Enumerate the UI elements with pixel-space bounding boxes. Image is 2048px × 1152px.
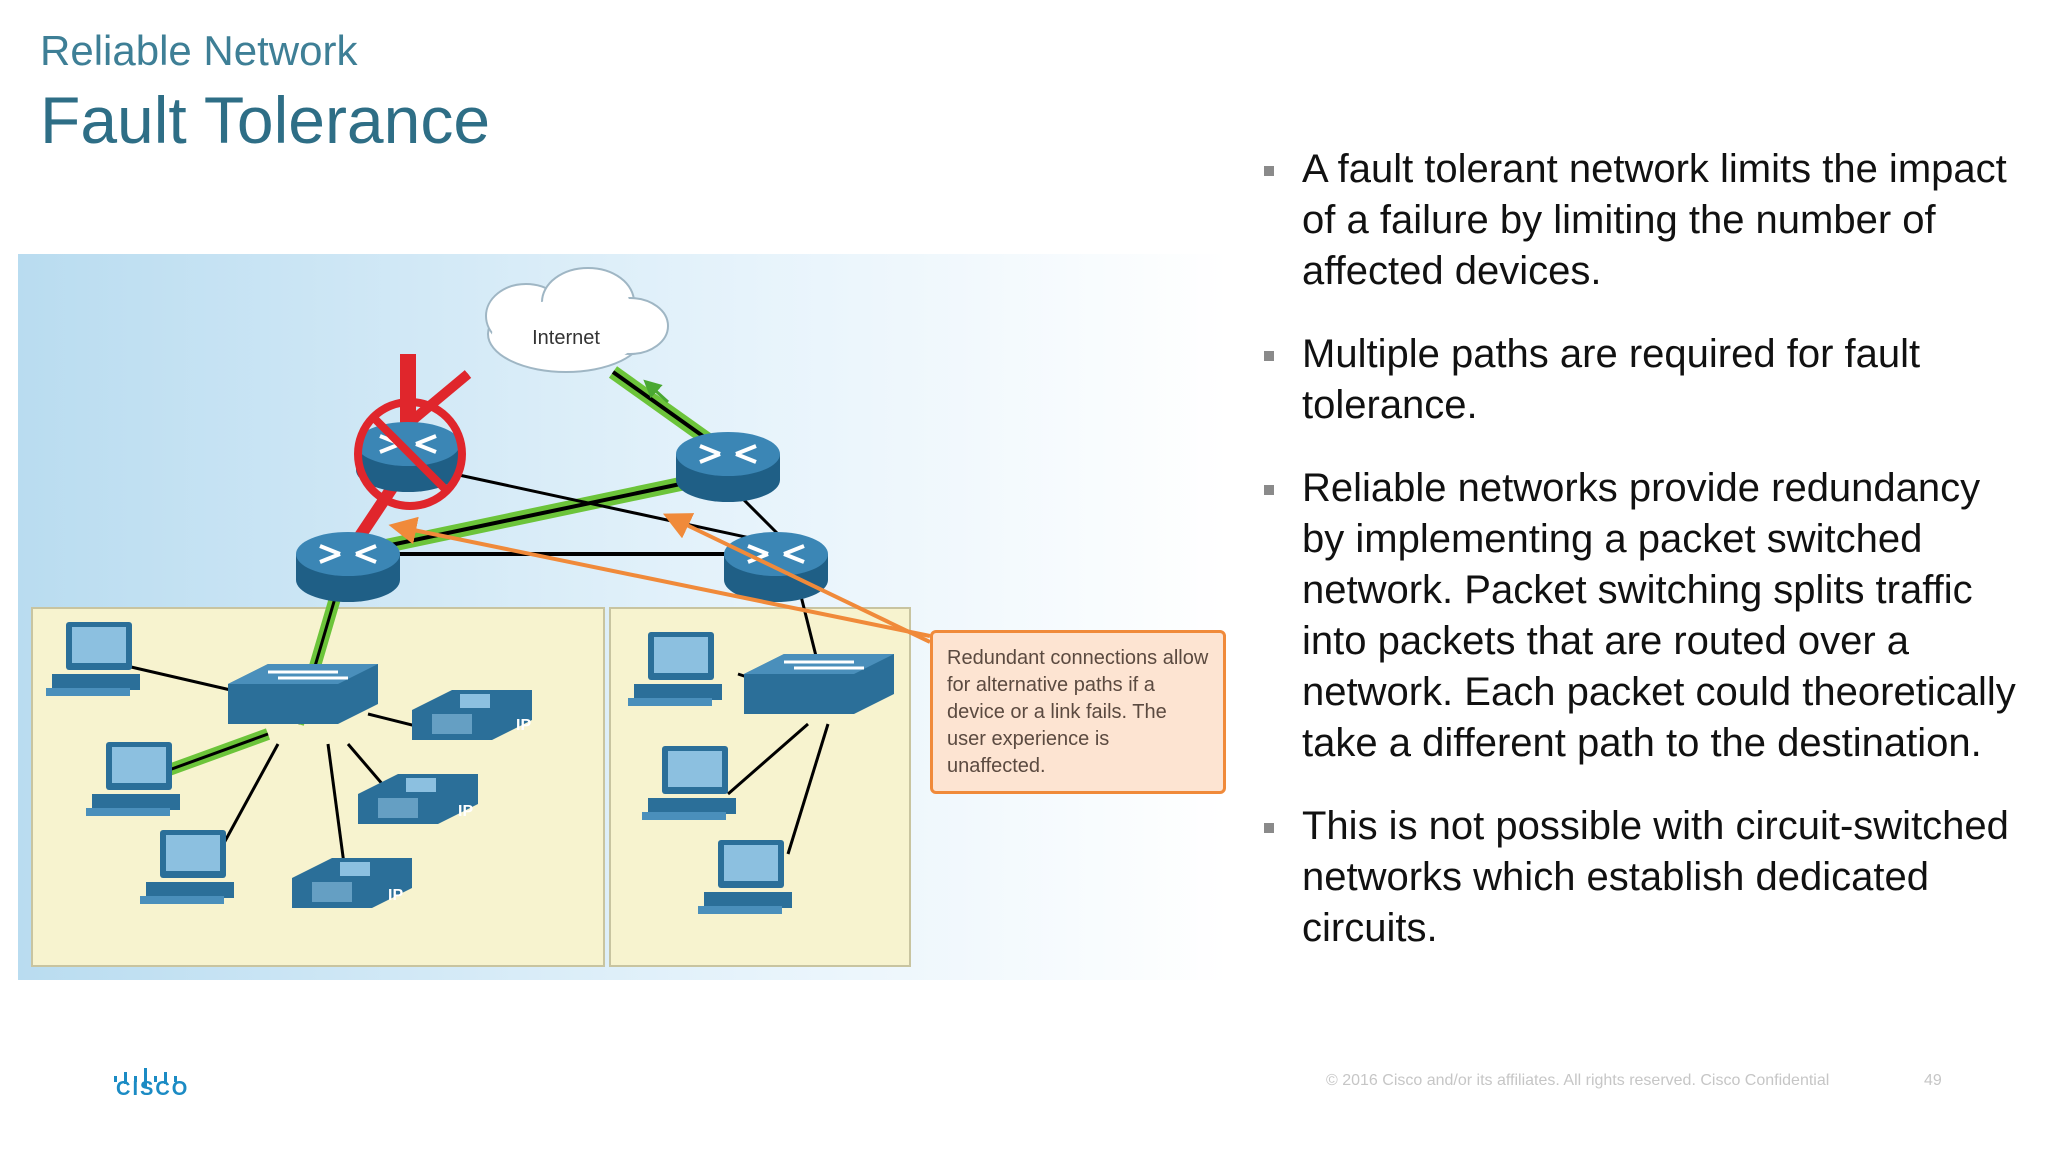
- ip-phone-icon: IP: [358, 774, 478, 824]
- copyright-text: © 2016 Cisco and/or its affiliates. All …: [1326, 1072, 1830, 1089]
- bullet-marker-icon: [1264, 166, 1274, 176]
- bullet-item: Multiple paths are required for fault to…: [1262, 329, 2022, 431]
- bullet-marker-icon: [1264, 485, 1274, 495]
- bullet-marker-icon: [1264, 823, 1274, 833]
- section-subtitle: Reliable Network: [40, 27, 358, 74]
- svg-text:IP: IP: [458, 803, 473, 820]
- bullet-item: A fault tolerant network limits the impa…: [1262, 144, 2022, 297]
- router-icon: [294, 530, 402, 604]
- svg-text:IP: IP: [516, 717, 531, 734]
- switch-icon: [226, 662, 380, 726]
- switch-icon: [742, 652, 896, 716]
- ip-phone-icon: IP: [292, 858, 412, 908]
- svg-text:IP: IP: [388, 887, 403, 904]
- bullet-list: A fault tolerant network limits the impa…: [1262, 144, 2022, 986]
- cloud-label: Internet: [532, 327, 600, 349]
- ip-phone-icon: IP: [412, 690, 532, 740]
- failure-sign-icon: [354, 398, 466, 510]
- bullet-marker-icon: [1264, 351, 1274, 361]
- bullet-item: This is not possible with circuit-switch…: [1262, 801, 2022, 954]
- logo-text: CISCO: [116, 1078, 190, 1100]
- page-number: 49: [1924, 1072, 1942, 1089]
- router-icon: [674, 430, 782, 504]
- callout-arrows: [388, 513, 931, 644]
- slide-title: Fault Tolerance: [40, 83, 491, 157]
- callout-note: Redundant connections allow for alternat…: [930, 630, 1226, 794]
- internet-cloud: Internet: [485, 267, 669, 373]
- cisco-logo-icon: [114, 1068, 177, 1088]
- network-diagram: Internet IP IP IP: [18, 254, 1228, 980]
- bullet-item: Reliable networks provide redundancy by …: [1262, 463, 2022, 769]
